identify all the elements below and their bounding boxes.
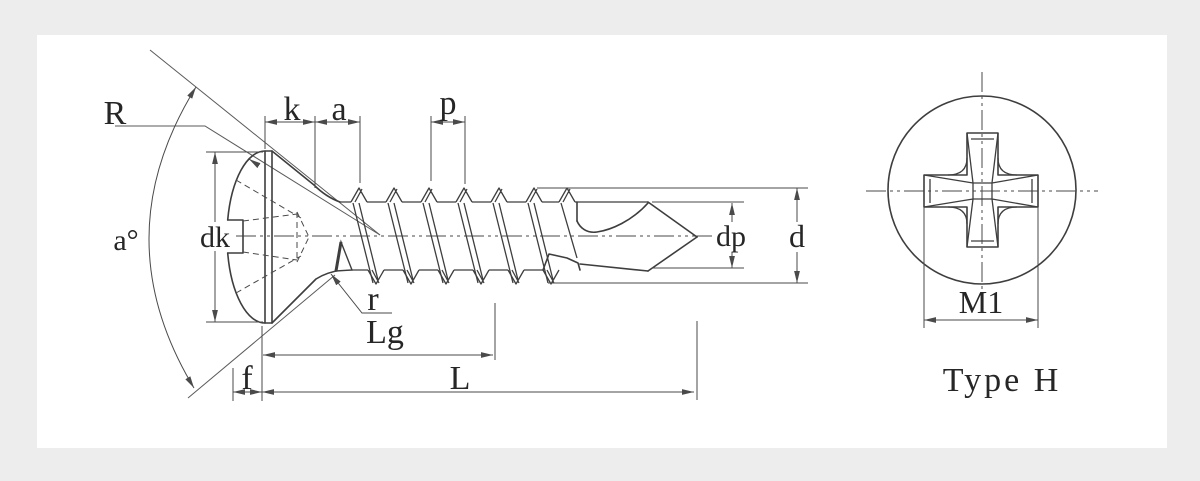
thread-crests-bottom [367, 269, 560, 285]
dim-label-p: p [440, 85, 457, 122]
d-extension-lines [537, 187, 808, 284]
dim-label-f: f [241, 360, 253, 397]
point-shoulder-bottom [579, 263, 649, 272]
screw-technical-drawing: R k a p dk a° dp d r Lg L f M1 Type H [104, 49, 1098, 401]
dim-label-dp: dp [716, 220, 746, 253]
radius-arrow [248, 158, 261, 169]
dk-label-halo [196, 222, 234, 251]
hidden-recess-tip [296, 211, 310, 263]
cross-recess-outline [923, 132, 1039, 248]
top-extension-lines [264, 116, 466, 188]
head-face-lines [264, 150, 273, 324]
dim-label-Lg: Lg [366, 314, 404, 351]
phillips-front-view [866, 72, 1098, 328]
dim-label-d: d [789, 218, 805, 254]
dim-label-M1: M1 [959, 284, 1003, 320]
head-cone-upper [271, 150, 341, 203]
screw-head [226, 150, 343, 324]
dim-label-dk: dk [200, 221, 230, 254]
dp-label-halo [712, 222, 752, 252]
point-cone-top [647, 201, 698, 238]
bottom-extension-lines [232, 303, 698, 401]
dp-extension-lines [652, 201, 744, 269]
recess-notch [226, 219, 244, 254]
view-title-type-h: Type H [943, 362, 1062, 399]
dim-label-R: R [104, 95, 127, 132]
dim-label-angle: a° [113, 224, 138, 257]
drill-point [542, 201, 698, 272]
angle-dimension-arc [148, 86, 197, 389]
dim-label-a: a [331, 91, 346, 128]
radius-leader-line [115, 125, 381, 236]
drawing-canvas: R k a p dk a° dp d r Lg L f M1 Type H [37, 35, 1167, 448]
cross-recess-end-edges [929, 138, 1033, 242]
cross-recess-center-square [972, 182, 993, 200]
dim-label-k: k [284, 91, 301, 128]
screw-thread [334, 187, 648, 285]
cross-recess-fillets [947, 157, 1018, 225]
dimension-lines [206, 116, 808, 401]
dim-label-r: r [367, 281, 379, 318]
r-leader [330, 273, 392, 314]
cross-recess-tapers [923, 132, 1039, 248]
flute-curve-top [576, 202, 649, 234]
point-cone-bottom [647, 236, 698, 272]
thread-runout-edge [334, 241, 343, 272]
dim-label-L: L [450, 360, 471, 397]
d-label-halo [785, 222, 810, 252]
thread-flank-lines [352, 202, 578, 284]
thread-crests-top [350, 187, 576, 203]
dimension-labels: R k a p dk a° dp d r Lg L f M1 Type H [104, 85, 1062, 399]
flute-cut-bottom [542, 253, 581, 271]
m1-extension-lines [923, 207, 1039, 328]
head-dome-arc-lower [226, 252, 266, 324]
